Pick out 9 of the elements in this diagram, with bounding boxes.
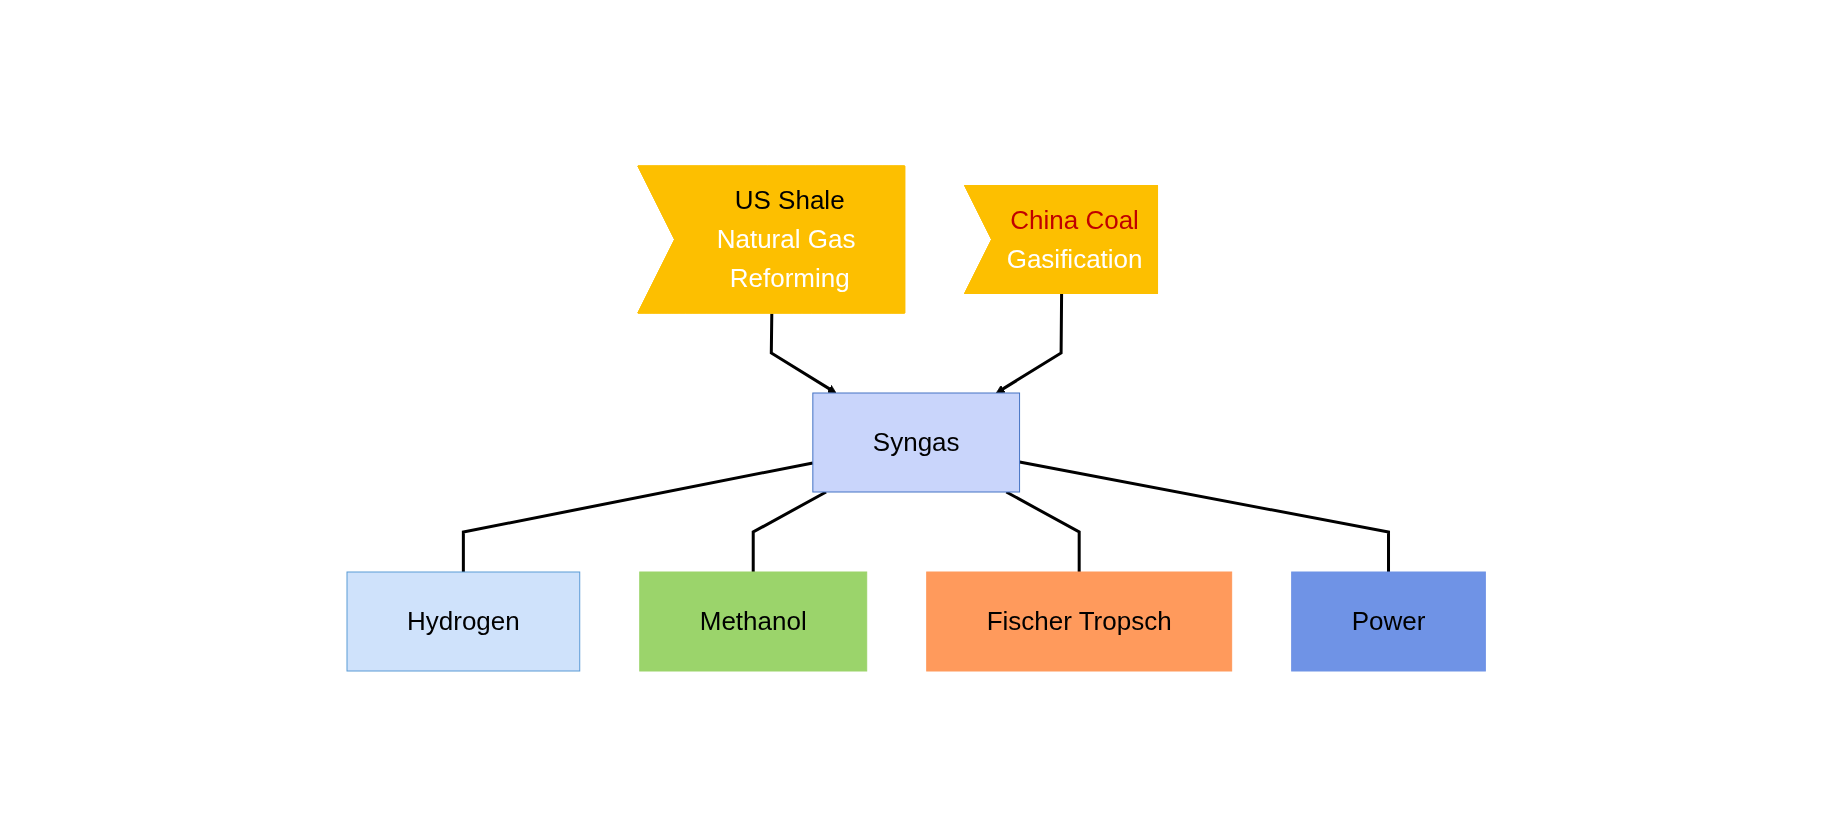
- node-box: Power: [1291, 571, 1487, 672]
- node-box: Methanol: [639, 571, 868, 672]
- node-box: Syngas: [812, 392, 1021, 493]
- arrow: [996, 294, 1064, 394]
- connector: [1019, 460, 1391, 572]
- node-box: Hydrogen: [346, 571, 581, 672]
- node-box: Fischer Tropsch: [926, 571, 1233, 672]
- arrow: [770, 313, 837, 394]
- connector: [462, 461, 814, 572]
